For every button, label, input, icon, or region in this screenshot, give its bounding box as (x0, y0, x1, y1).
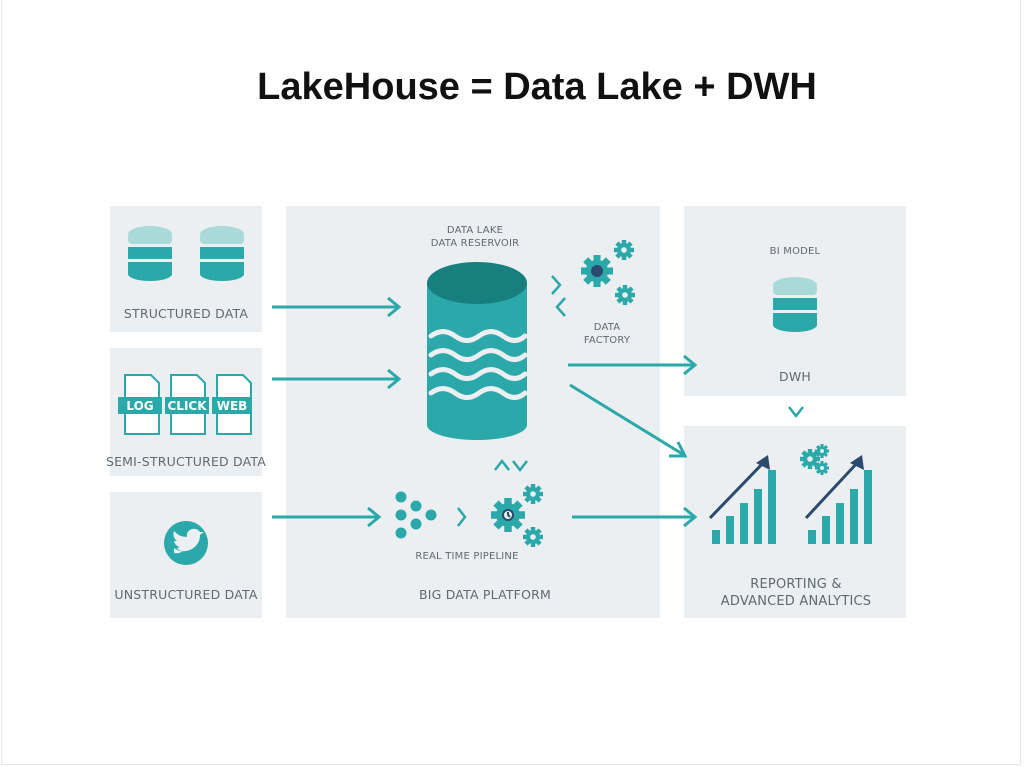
flow-arrow (568, 354, 698, 376)
document-icon: CLICK (165, 374, 209, 435)
chevron-icon (551, 275, 566, 317)
data-lake-line1: DATA LAKE (446, 225, 504, 236)
analytics-label: REPORTING & ADVANCED ANALYTICS (690, 576, 902, 610)
trend-arrow-icon (708, 455, 770, 520)
clock-icon (502, 509, 514, 521)
big-data-platform-label: BIG DATA PLATFORM (418, 587, 551, 602)
data-factory-label: DATA FACTORY (577, 321, 637, 347)
flow-arrow (572, 506, 698, 528)
document-icon: LOG (118, 374, 162, 435)
bar-chart-icon (712, 470, 776, 544)
svg-text:WEB: WEB (217, 399, 248, 413)
database-icon (200, 226, 244, 281)
chevron-icon (457, 507, 467, 527)
svg-text:CLICK: CLICK (167, 399, 207, 413)
svg-text:LOG: LOG (126, 399, 153, 413)
data-lake-line2: DATA RESERVOIR (430, 238, 520, 249)
gear-icon (523, 484, 543, 504)
data-factory-line2: FACTORY (583, 335, 631, 346)
data-lake-database-icon (427, 262, 528, 440)
bi-model-label: BI MODEL (769, 246, 821, 257)
chevron-icon (788, 406, 804, 419)
dots-icon (395, 491, 437, 539)
semi-structured-data-label: SEMI-STRUCTURED DATA (105, 454, 267, 469)
database-icon (128, 226, 172, 281)
flow-arrow (272, 368, 402, 390)
dwh-label: DWH (779, 369, 811, 384)
wave-icon (428, 329, 528, 400)
unstructured-data-label: UNSTRUCTURED DATA (114, 587, 258, 602)
gear-icon (523, 527, 543, 547)
gear-icon (615, 285, 635, 305)
analytics-line1: REPORTING & (750, 577, 842, 592)
twitter-icon (164, 521, 208, 565)
chevron-icon (494, 458, 528, 473)
gear-icon (815, 461, 829, 475)
data-factory-line1: DATA (593, 322, 621, 333)
trend-arrow-icon (804, 455, 864, 520)
gear-icon (614, 240, 634, 260)
flow-arrow (272, 296, 402, 318)
real-time-pipeline-label: REAL TIME PIPELINE (415, 551, 519, 562)
flow-arrow (569, 383, 688, 458)
data-lake-label: DATA LAKE DATA RESERVOIR (400, 224, 550, 250)
slide-title: LakeHouse = Data Lake + DWH (257, 66, 817, 108)
bar-chart-icon (808, 470, 872, 544)
analytics-line2: ADVANCED ANALYTICS (720, 594, 872, 609)
gear-icon (815, 444, 829, 458)
database-icon (773, 277, 817, 332)
document-icon: WEB (212, 374, 252, 435)
flow-arrow (272, 506, 382, 528)
structured-data-label: STRUCTURED DATA (123, 306, 249, 321)
